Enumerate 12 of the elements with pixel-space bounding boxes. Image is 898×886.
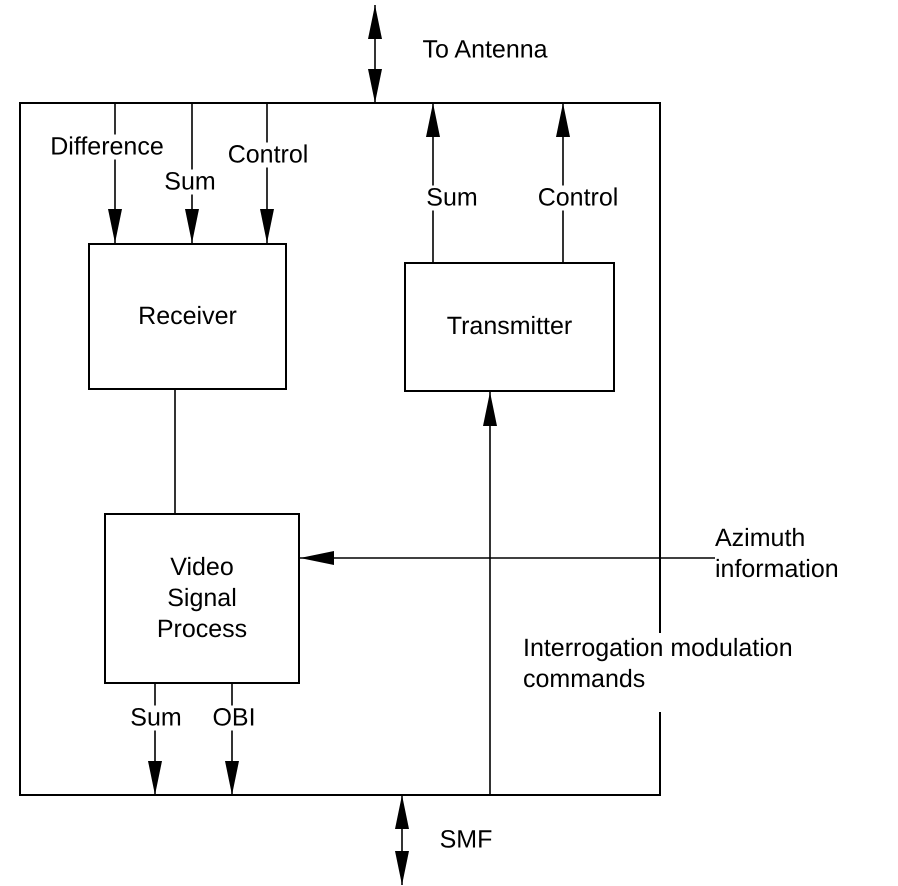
arrow	[368, 5, 382, 103]
edge-text: Azimuth information	[715, 518, 885, 590]
arrow	[483, 392, 497, 795]
process-box: Transmitter	[404, 262, 615, 392]
arrow	[300, 551, 715, 565]
connector-line	[174, 390, 176, 513]
edge-label: To Antenna	[421, 38, 549, 62]
arrow	[395, 795, 409, 885]
system-boundary-box	[20, 103, 660, 795]
process-box: Video Signal Process	[104, 513, 300, 684]
process-box: Receiver	[88, 243, 287, 390]
edge-label: SMF	[438, 828, 494, 852]
